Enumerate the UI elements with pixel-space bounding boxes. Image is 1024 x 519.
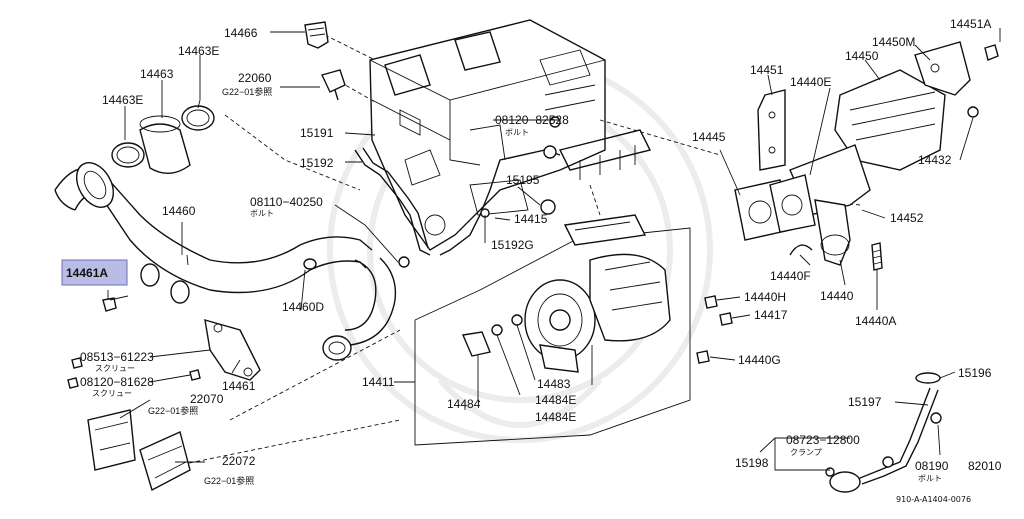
nut-14432 — [967, 106, 979, 118]
label-22070-ref: G22−01参照 — [148, 405, 198, 416]
bolt-14461A — [102, 295, 129, 312]
label-22072[interactable]: 22072 — [222, 454, 256, 468]
bracket-14450M — [914, 41, 971, 96]
label-08120-81628-sub: スクリュー — [92, 389, 132, 398]
label-14440H[interactable]: 14440H — [744, 290, 786, 304]
label-14463[interactable]: 14463 — [140, 67, 174, 81]
gasket-14445 — [734, 174, 816, 241]
label-14451A[interactable]: 14451A — [950, 17, 991, 31]
label-15192G[interactable]: 15192G — [491, 238, 534, 252]
label-08120-82528-sub: ボルト — [505, 128, 529, 137]
intake-pipe-14460 — [54, 162, 373, 304]
label-22070[interactable]: 22070 — [190, 392, 224, 406]
sensor-22060 — [321, 69, 346, 101]
label-14440F[interactable]: 14440F — [770, 269, 811, 283]
label-14415[interactable]: 14415 — [514, 212, 548, 226]
highlight-14461A — [61, 259, 128, 286]
label-22060-ref: G22−01参照 — [222, 86, 272, 97]
label-08513-sub: スクリュー — [95, 364, 135, 373]
label-14460D[interactable]: 14460D — [282, 300, 324, 314]
label-08110-40250[interactable]: 08110−40250 — [250, 195, 323, 209]
label-08723-sub: クランプ — [790, 448, 822, 457]
label-14450[interactable]: 14450 — [845, 49, 879, 63]
turbo-group-box — [414, 227, 691, 446]
label-14440E[interactable]: 14440E — [790, 75, 831, 89]
oil-return-15197 — [825, 372, 942, 493]
bracket-14461 — [204, 319, 261, 381]
label-14440[interactable]: 14440 — [820, 289, 854, 303]
label-14463E-left[interactable]: 14463E — [102, 93, 143, 107]
turbo-leaders — [477, 324, 593, 403]
label-14484[interactable]: 14484 — [447, 397, 481, 411]
label-15197[interactable]: 15197 — [848, 395, 882, 409]
clip-14440F — [789, 244, 813, 256]
small-fittings-14440H-14417-14440G — [696, 295, 733, 364]
label-14466[interactable]: 14466 — [224, 26, 258, 40]
bolt-14451A — [984, 44, 999, 61]
label-14440A[interactable]: 14440A — [855, 314, 896, 328]
hose-14463-and-clamps — [111, 105, 215, 174]
label-14440G[interactable]: 14440G — [738, 353, 781, 367]
label-14452[interactable]: 14452 — [890, 211, 924, 225]
label-14451[interactable]: 14451 — [750, 63, 784, 77]
label-14483[interactable]: 14483 — [537, 377, 571, 391]
label-15191[interactable]: 15191 — [300, 126, 334, 140]
label-15196[interactable]: 15196 — [958, 366, 992, 380]
sensor-22070 — [87, 409, 136, 471]
label-15198[interactable]: 15198 — [735, 456, 769, 470]
engine-block — [369, 19, 652, 251]
label-08120-82528[interactable]: 08120−82528 — [495, 113, 569, 127]
label-08513-61223[interactable]: 08513−61223 — [80, 350, 154, 364]
label-15192[interactable]: 15192 — [300, 156, 334, 170]
label-14463E-top[interactable]: 14463E — [178, 44, 219, 58]
footer-code: 910-A-A1404-0076 — [896, 495, 971, 504]
label-22072-ref: G22−01参照 — [204, 475, 254, 486]
label-14461[interactable]: 14461 — [222, 379, 256, 393]
bracket-14451 — [757, 89, 786, 171]
label-14484E-2[interactable]: 14484E — [535, 410, 576, 424]
fitting-14466 — [304, 21, 329, 49]
heat-insulator-14450 — [834, 69, 946, 171]
stud-14440A — [871, 242, 883, 271]
turbocharger — [462, 214, 671, 373]
label-14450M[interactable]: 14450M — [872, 35, 915, 49]
label-14417[interactable]: 14417 — [754, 308, 788, 322]
part-labels: 14466 14463E 14463 14463E 22060 G22−01参照… — [66, 17, 1002, 504]
label-14411[interactable]: 14411 — [362, 375, 395, 389]
label-22060[interactable]: 22060 — [238, 71, 272, 85]
label-08120-81628[interactable]: 08120−81628 — [80, 375, 154, 389]
label-14445[interactable]: 14445 — [692, 130, 726, 144]
oil-lines-15191-15192 — [354, 116, 561, 268]
label-82010[interactable]: 82010 — [968, 459, 1002, 473]
label-08190-sub: ボルト — [918, 474, 942, 483]
label-15195[interactable]: 15195 — [506, 173, 540, 187]
label-14432[interactable]: 14432 — [918, 153, 952, 167]
label-08190[interactable]: 08190 — [915, 459, 949, 473]
label-08723-12800[interactable]: 08723−12800 — [786, 433, 860, 447]
sensor-22072 — [139, 431, 191, 492]
screws-left — [67, 357, 201, 389]
hose-14460D — [303, 257, 397, 361]
label-08110-sub: ボルト — [250, 209, 274, 218]
label-14460[interactable]: 14460 — [162, 204, 196, 218]
label-14461A[interactable]: 14461A — [66, 266, 108, 280]
label-14484E-1[interactable]: 14484E — [535, 393, 576, 407]
part-leader-lines — [107, 28, 1001, 471]
